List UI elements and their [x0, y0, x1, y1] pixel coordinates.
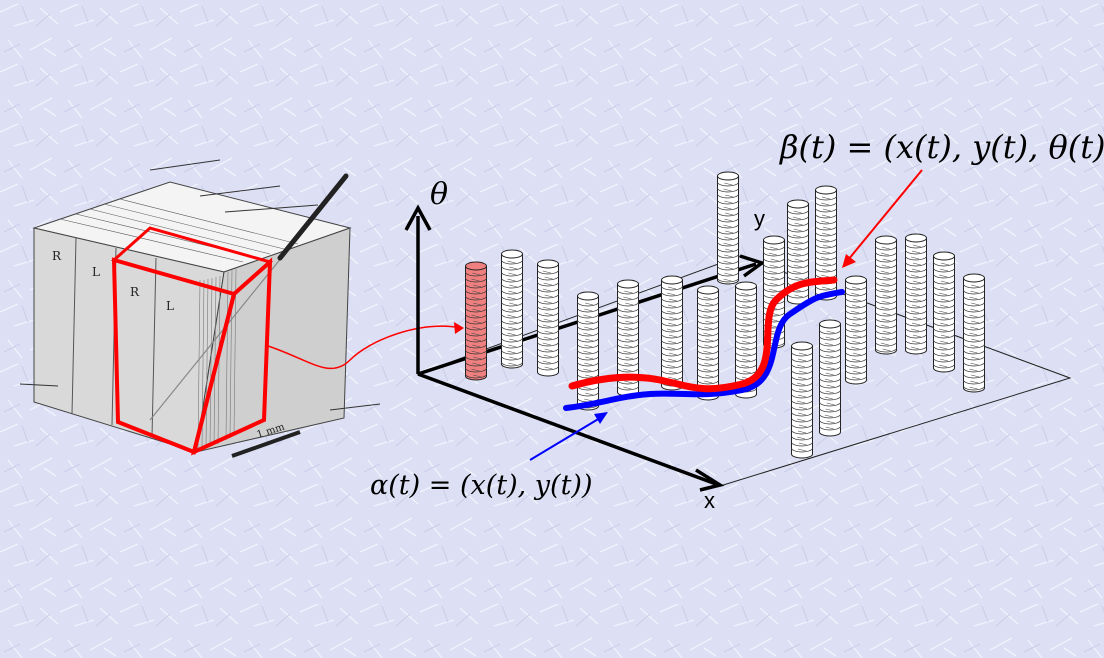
connector-line [267, 325, 463, 370]
orientation-column [845, 275, 867, 385]
x-axis-label: x [704, 488, 715, 513]
scale-bar [231, 430, 301, 458]
alpha-pointer-head [594, 412, 608, 424]
orientation-column [875, 235, 897, 355]
orientation-column [577, 291, 599, 411]
beta-curve [568, 276, 838, 393]
axes-plane [404, 204, 1072, 492]
beta-equation: β(t) = (x(t), y(t), θ(t)) [779, 128, 1104, 166]
highlighted-column [465, 261, 487, 381]
highlight-block-side [191, 257, 273, 456]
beta-pointer [847, 169, 923, 261]
alpha-curve [563, 289, 845, 411]
electrode-tip [277, 173, 349, 261]
column-label: L [92, 265, 100, 279]
orientation-column [791, 341, 813, 459]
orientation-column [537, 259, 559, 377]
orientation-column [697, 285, 719, 401]
x-axis-arrowhead [695, 468, 725, 492]
connector-arrowhead [454, 322, 464, 334]
orientation-column [933, 251, 955, 373]
y-axis-arrowhead [739, 254, 766, 278]
x-axis [417, 372, 717, 486]
alpha-pointer [529, 417, 601, 461]
orientation-column [501, 249, 523, 369]
orientation-columns [465, 171, 985, 459]
column-label: R [130, 285, 140, 299]
orientation-column [717, 171, 739, 285]
orientation-column [815, 185, 837, 301]
orientation-column [963, 273, 985, 393]
orientation-column [905, 233, 927, 355]
theta-axis-arrowhead [404, 204, 432, 231]
y-axis-label: y [754, 206, 765, 231]
beta-pointer-head [842, 254, 856, 268]
orientation-column [661, 275, 683, 391]
alpha-equation: α(t) = (x(t), y(t)) [370, 470, 593, 501]
column-label: R [52, 249, 62, 263]
cortex-cube: R L R L 1 mm [19, 159, 381, 458]
theta-axis-label: θ [430, 177, 448, 212]
column-label: L [166, 299, 174, 313]
orientation-column [819, 319, 841, 437]
